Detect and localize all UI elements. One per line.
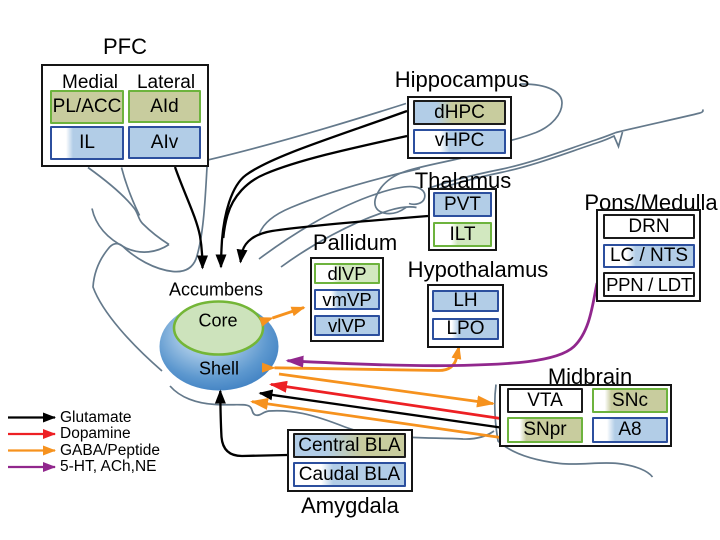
node-dlvp-label: dlVP xyxy=(327,262,367,284)
outline-tectum-line-upper xyxy=(427,109,704,190)
outline-ventral-left xyxy=(169,385,495,440)
outline-capsule-stroke-3 xyxy=(258,167,421,234)
node-vlvp-label: vlVP xyxy=(327,314,367,336)
pfc-column-lateral: Lateral xyxy=(136,72,196,93)
node-drn: DRN xyxy=(603,214,695,239)
outline-capsule-stroke-2 xyxy=(280,206,417,268)
node-snpr: SNpr xyxy=(507,417,583,443)
arrow-pfc-to-accumbens xyxy=(173,166,208,270)
arrow-dhpc-to-accumbens xyxy=(215,109,408,269)
node-vta-label: VTA xyxy=(527,389,563,411)
outline-capsule-stroke-1 xyxy=(258,185,426,260)
node-aiv-label: AIv xyxy=(150,131,179,153)
node-pl-acc: PL/ACC xyxy=(50,90,124,124)
outline-callosum-inner xyxy=(120,167,141,216)
node-pl-acc-label: PL/ACC xyxy=(52,96,122,117)
arrow-core-pallidum-bidirectional xyxy=(259,306,306,327)
arrow-pons-to-accumbens xyxy=(285,282,599,368)
pfc-column-medial: Medial xyxy=(62,72,118,93)
node-snc: SNc xyxy=(592,388,668,413)
outline-hippocampus-loop xyxy=(502,83,563,143)
legend-label-gaba: GABA/Peptide xyxy=(60,441,160,459)
node-lc-nts: LC / NTS xyxy=(603,244,695,268)
pallidum-title: Pallidum xyxy=(312,230,398,255)
node-dlvp: dlVP xyxy=(314,263,380,284)
outline-cortex-diagonal xyxy=(182,102,407,167)
arrow-amygdala-to-accumbens xyxy=(214,389,288,458)
node-lc-nts-label: LC / NTS xyxy=(609,245,689,266)
hippocampus-title: Hippocampus xyxy=(394,67,530,92)
legend-label-dopamine: Dopamine xyxy=(60,425,131,442)
legend-label-serotonin: 5-HT, ACh,NE xyxy=(60,458,157,475)
node-snc-label: SNc xyxy=(612,389,648,411)
hippocampus-box: dHPC vHPC xyxy=(407,96,512,159)
node-ppn-ldt-label: PPN / LDT xyxy=(606,273,692,295)
node-lh-label: LH xyxy=(453,290,478,311)
node-vlvp: vlVP xyxy=(314,315,380,336)
pfc-title: PFC xyxy=(103,34,147,59)
node-lh: LH xyxy=(432,290,499,312)
outline-ventral-right xyxy=(493,384,654,478)
node-ilt: ILT xyxy=(433,222,492,247)
outline-fornix-hook xyxy=(374,157,463,215)
node-a8: A8 xyxy=(592,417,668,443)
arrow-midbrain-to-accumbens-glutamate xyxy=(258,389,505,430)
amygdala-box: Central BLA Caudal BLA xyxy=(287,429,413,492)
node-pvt-label: PVT xyxy=(444,193,481,215)
pallidum-box: dlVP vmVP vlVP xyxy=(310,257,384,342)
arrow-accumbens-lpo-bidirectional xyxy=(261,345,462,373)
node-vmvp: vmVP xyxy=(314,289,380,310)
accumbens-title: Accumbens xyxy=(168,279,264,300)
node-caudal-bla: Caudal BLA xyxy=(293,462,406,487)
node-a8-label: A8 xyxy=(618,419,642,440)
hypothalamus-title: Hypothalamus xyxy=(407,257,549,282)
node-ilt-label: ILT xyxy=(449,223,476,245)
node-aid-label: AId xyxy=(150,95,179,117)
arrow-accumbens-to-midbrain-gaba xyxy=(278,372,495,408)
legend-arrows xyxy=(8,412,56,472)
node-drn-label: DRN xyxy=(628,215,670,237)
arrow-pvt-to-accumbens xyxy=(236,214,429,264)
accumbens-core-ellipse xyxy=(172,300,265,356)
node-dhpc: dHPC xyxy=(413,100,506,125)
node-lpo: LPO xyxy=(432,318,499,340)
outline-callosum-upper xyxy=(87,166,170,246)
node-aid: AId xyxy=(128,90,201,123)
node-vta: VTA xyxy=(507,388,583,413)
legend-label-glutamate: Glutamate xyxy=(60,408,132,426)
accumbens-shell-label: Shell xyxy=(198,358,240,379)
node-central-bla: Central BLA xyxy=(293,433,406,458)
amygdala-title: Amygdala xyxy=(301,493,399,518)
node-aiv: AIv xyxy=(128,126,201,159)
node-snpr-label: SNpr xyxy=(523,419,567,440)
node-lpo-label: LPO xyxy=(446,318,485,339)
node-dhpc-label: dHPC xyxy=(434,101,485,123)
node-pvt: PVT xyxy=(433,192,492,217)
pons-medulla-box: DRN LC / NTS PPN / LDT xyxy=(596,209,701,302)
thalamus-box: PVT ILT xyxy=(428,188,497,251)
node-ppn-ldt: PPN / LDT xyxy=(603,272,695,297)
outline-commissure-beak xyxy=(91,208,170,253)
glutamate-arrows xyxy=(173,109,505,458)
hypothalamus-box: LH LPO xyxy=(427,284,504,348)
arrow-vhpc-to-accumbens xyxy=(222,134,408,239)
node-il: IL xyxy=(50,126,124,160)
node-caudal-bla-label: Caudal BLA xyxy=(298,463,401,485)
midbrain-box: VTA SNc SNpr A8 xyxy=(499,384,672,447)
gaba-arrows xyxy=(250,306,505,440)
arrow-midbrain-to-accumbens-dopamine xyxy=(269,380,505,421)
node-vhpc-label: vHPC xyxy=(434,130,485,151)
brain-outline xyxy=(87,83,704,478)
node-il-label: IL xyxy=(79,132,95,153)
node-vhpc: vHPC xyxy=(413,128,506,154)
pfc-box: Medial Lateral PL/ACC AId IL AIv xyxy=(41,64,209,167)
outline-tectum-line-lower xyxy=(430,131,624,193)
node-vmvp-label: vmVP xyxy=(322,288,372,310)
node-central-bla-label: Central BLA xyxy=(298,434,401,456)
accumbens-core-label: Core xyxy=(198,310,238,331)
arrow-midbrain-to-accumbens-gaba xyxy=(250,397,505,440)
